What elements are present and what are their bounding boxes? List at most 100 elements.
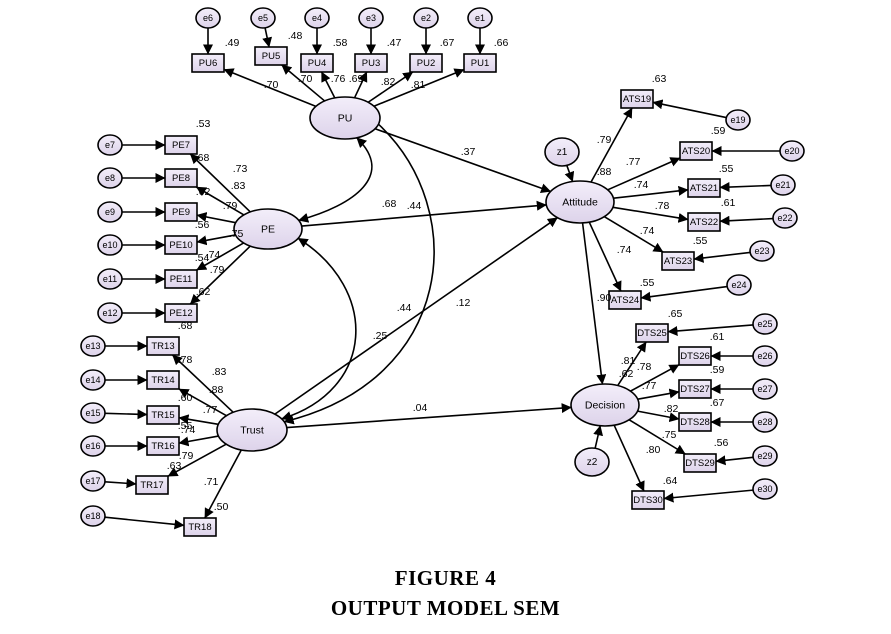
error-arrow xyxy=(104,516,185,530)
indicator-box xyxy=(661,251,695,271)
error-arrow xyxy=(693,251,751,263)
loading-arrow xyxy=(178,435,219,447)
disturbance-term xyxy=(574,447,610,477)
error-label: e30 xyxy=(757,484,772,494)
error-term xyxy=(304,7,330,29)
indicator-label: PE12 xyxy=(169,308,192,319)
error-label: e12 xyxy=(102,308,117,318)
indicator-label: TR15 xyxy=(151,410,174,421)
indicator-box xyxy=(679,141,713,161)
error-term xyxy=(413,7,439,29)
loading-arrow xyxy=(167,443,227,477)
error-term xyxy=(726,274,752,296)
loading-value: .77 xyxy=(626,156,641,168)
loading-arrow xyxy=(613,185,689,200)
latent-label: Attitude xyxy=(562,196,598,208)
loading-arrow xyxy=(196,234,236,246)
r2-value: .56 xyxy=(195,219,210,231)
loading-arrow xyxy=(637,388,680,400)
indicator-box xyxy=(631,490,665,510)
loading-arrow xyxy=(603,215,664,253)
loading-value: .78 xyxy=(637,361,652,373)
structural-path xyxy=(283,123,435,425)
structural-path xyxy=(301,200,547,227)
indicator-label: PE10 xyxy=(169,240,192,251)
indicator-label: TR14 xyxy=(151,375,174,386)
loading-arrow xyxy=(281,64,326,102)
indicator-box xyxy=(191,53,225,73)
indicator-label: ATS21 xyxy=(690,183,718,194)
error-term xyxy=(80,369,106,391)
error-label: e14 xyxy=(85,375,100,385)
r2-value: .88 xyxy=(597,166,612,178)
loading-value: .82 xyxy=(664,403,679,415)
error-term xyxy=(80,335,106,357)
path-coefficient: .44 xyxy=(397,302,412,314)
error-term xyxy=(752,411,778,433)
loading-arrow xyxy=(196,212,236,224)
r2-value: .59 xyxy=(710,364,725,376)
indicator-box xyxy=(164,135,198,155)
error-term xyxy=(80,402,106,424)
indicator-box xyxy=(635,323,669,343)
loading-value: .77 xyxy=(203,404,218,416)
indicator-box xyxy=(146,336,180,356)
error-term xyxy=(752,345,778,367)
indicator-label: PE8 xyxy=(172,173,190,184)
error-label: e19 xyxy=(730,115,745,125)
loading-value: .70 xyxy=(264,79,279,91)
loading-arrow xyxy=(637,410,680,423)
path-coefficient: .90 xyxy=(597,292,612,304)
loading-value: .70 xyxy=(298,73,313,85)
error-arrow xyxy=(667,324,754,336)
r2-value: .63 xyxy=(167,460,182,472)
loading-value: .71 xyxy=(204,476,219,488)
loading-arrow xyxy=(195,186,245,216)
path-coefficient: .44 xyxy=(407,200,422,212)
loading-value: .79 xyxy=(210,264,225,276)
error-arrow xyxy=(719,182,772,193)
indicator-label: DTS27 xyxy=(680,384,710,395)
error-label: e20 xyxy=(784,146,799,156)
loading-value: .82 xyxy=(381,76,396,88)
loading-value: .79 xyxy=(179,450,194,462)
r2-value: .55 xyxy=(178,420,193,432)
loading-arrow xyxy=(617,341,647,386)
error-term xyxy=(250,7,276,29)
loading-value: .80 xyxy=(646,444,661,456)
error-term xyxy=(749,240,775,262)
indicator-box xyxy=(463,53,497,73)
error-label: e24 xyxy=(731,280,746,290)
r2-value: .55 xyxy=(693,235,708,247)
error-arrow xyxy=(104,478,137,489)
indicator-box xyxy=(146,436,180,456)
loading-arrow xyxy=(204,449,242,519)
error-label: e27 xyxy=(757,384,772,394)
loading-arrow xyxy=(373,68,465,107)
latent-label: PU xyxy=(338,112,353,124)
loading-value: .74 xyxy=(181,424,196,436)
r2-value: .78 xyxy=(178,354,193,366)
error-arrow xyxy=(663,489,754,503)
indicator-box xyxy=(164,202,198,222)
indicator-box xyxy=(678,346,712,366)
indicator-box xyxy=(164,303,198,323)
error-label: e28 xyxy=(757,417,772,427)
latent-variable xyxy=(216,408,288,452)
indicator-box xyxy=(146,370,180,390)
error-label: e18 xyxy=(85,511,100,521)
r2-value: .55 xyxy=(640,277,655,289)
indicator-label: PU1 xyxy=(471,58,489,69)
indicator-box xyxy=(254,46,288,66)
r2-value: .49 xyxy=(225,37,240,49)
error-term xyxy=(358,7,384,29)
indicator-box xyxy=(620,89,654,109)
error-term xyxy=(725,109,751,131)
indicator-label: DTS26 xyxy=(680,351,710,362)
covariance-curve xyxy=(281,237,357,421)
error-label: e1 xyxy=(475,13,485,23)
figure-number: FIGURE 4 xyxy=(394,566,497,590)
indicator-label: ATS19 xyxy=(623,94,651,105)
indicator-label: ATS24 xyxy=(611,295,639,306)
latent-label: Trust xyxy=(240,424,264,436)
